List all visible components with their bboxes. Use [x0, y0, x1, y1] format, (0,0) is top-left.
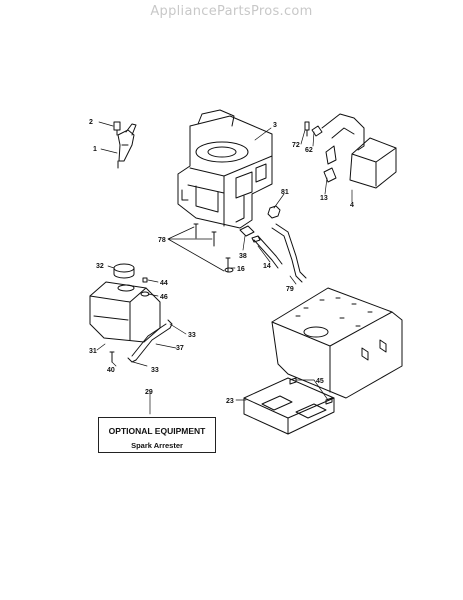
part-37-strap[interactable] — [131, 323, 171, 361]
part-40-bolt[interactable] — [109, 351, 115, 363]
callout-13: 13 — [320, 195, 328, 202]
optional-equipment-title: OPTIONAL EQUIPMENT — [108, 426, 206, 436]
part-13-bracket[interactable] — [323, 167, 337, 183]
callout-45: 45 — [316, 378, 324, 385]
callout-32: 32 — [96, 263, 104, 270]
site-watermark: AppliancePartsPros.com — [150, 4, 313, 19]
part-33-clip-bottom[interactable] — [127, 357, 137, 363]
part-3-engine[interactable] — [177, 109, 273, 229]
callout-31: 31 — [89, 348, 97, 355]
part-23-shield[interactable] — [243, 377, 335, 435]
part-44-screw[interactable] — [142, 277, 148, 283]
callout-79: 79 — [286, 286, 294, 293]
part-33-clip-top[interactable] — [167, 319, 173, 329]
part-79-hose[interactable] — [271, 223, 307, 283]
part-14-fuel-line[interactable] — [253, 235, 283, 269]
callout-62: 62 — [305, 147, 313, 154]
part-4-muffler[interactable] — [321, 113, 397, 189]
part-31-fuel-tank[interactable] — [89, 281, 161, 343]
callout-33-bottom: 33 — [151, 367, 159, 374]
callout-38: 38 — [239, 253, 247, 260]
callout-23: 23 — [226, 398, 234, 405]
callout-1: 1 — [93, 146, 97, 153]
callout-78: 78 — [158, 237, 166, 244]
callout-40: 40 — [107, 367, 115, 374]
callout-46: 46 — [160, 294, 168, 301]
callout-14: 14 — [263, 263, 271, 270]
leader-lines — [96, 121, 353, 415]
callout-37: 37 — [176, 345, 184, 352]
part-81-nut[interactable] — [267, 205, 281, 219]
callout-29: 29 — [145, 389, 153, 396]
part-32-fuel-cap[interactable] — [113, 263, 135, 279]
callout-33-top: 33 — [188, 332, 196, 339]
part-1-throttle-control[interactable] — [117, 123, 137, 169]
callout-4: 4 — [350, 202, 354, 209]
frame-plate — [271, 287, 403, 399]
part-62-gasket[interactable] — [311, 125, 323, 137]
callout-16: 16 — [237, 266, 245, 273]
callout-72: 72 — [292, 142, 300, 149]
callout-3: 3 — [273, 122, 277, 129]
part-72-screw[interactable] — [304, 121, 310, 137]
spark-arrester-label: Spark Arrester — [131, 441, 183, 450]
part-16-washer[interactable] — [224, 267, 234, 273]
callout-2: 2 — [89, 119, 93, 126]
part-2-bolt[interactable] — [113, 121, 121, 136]
callout-81: 81 — [281, 189, 289, 196]
callout-44: 44 — [160, 280, 168, 287]
part-38-filter[interactable] — [239, 225, 261, 243]
part-78-bolts[interactable] — [167, 223, 231, 273]
optional-equipment-box: OPTIONAL EQUIPMENT Spark Arrester — [98, 417, 216, 453]
